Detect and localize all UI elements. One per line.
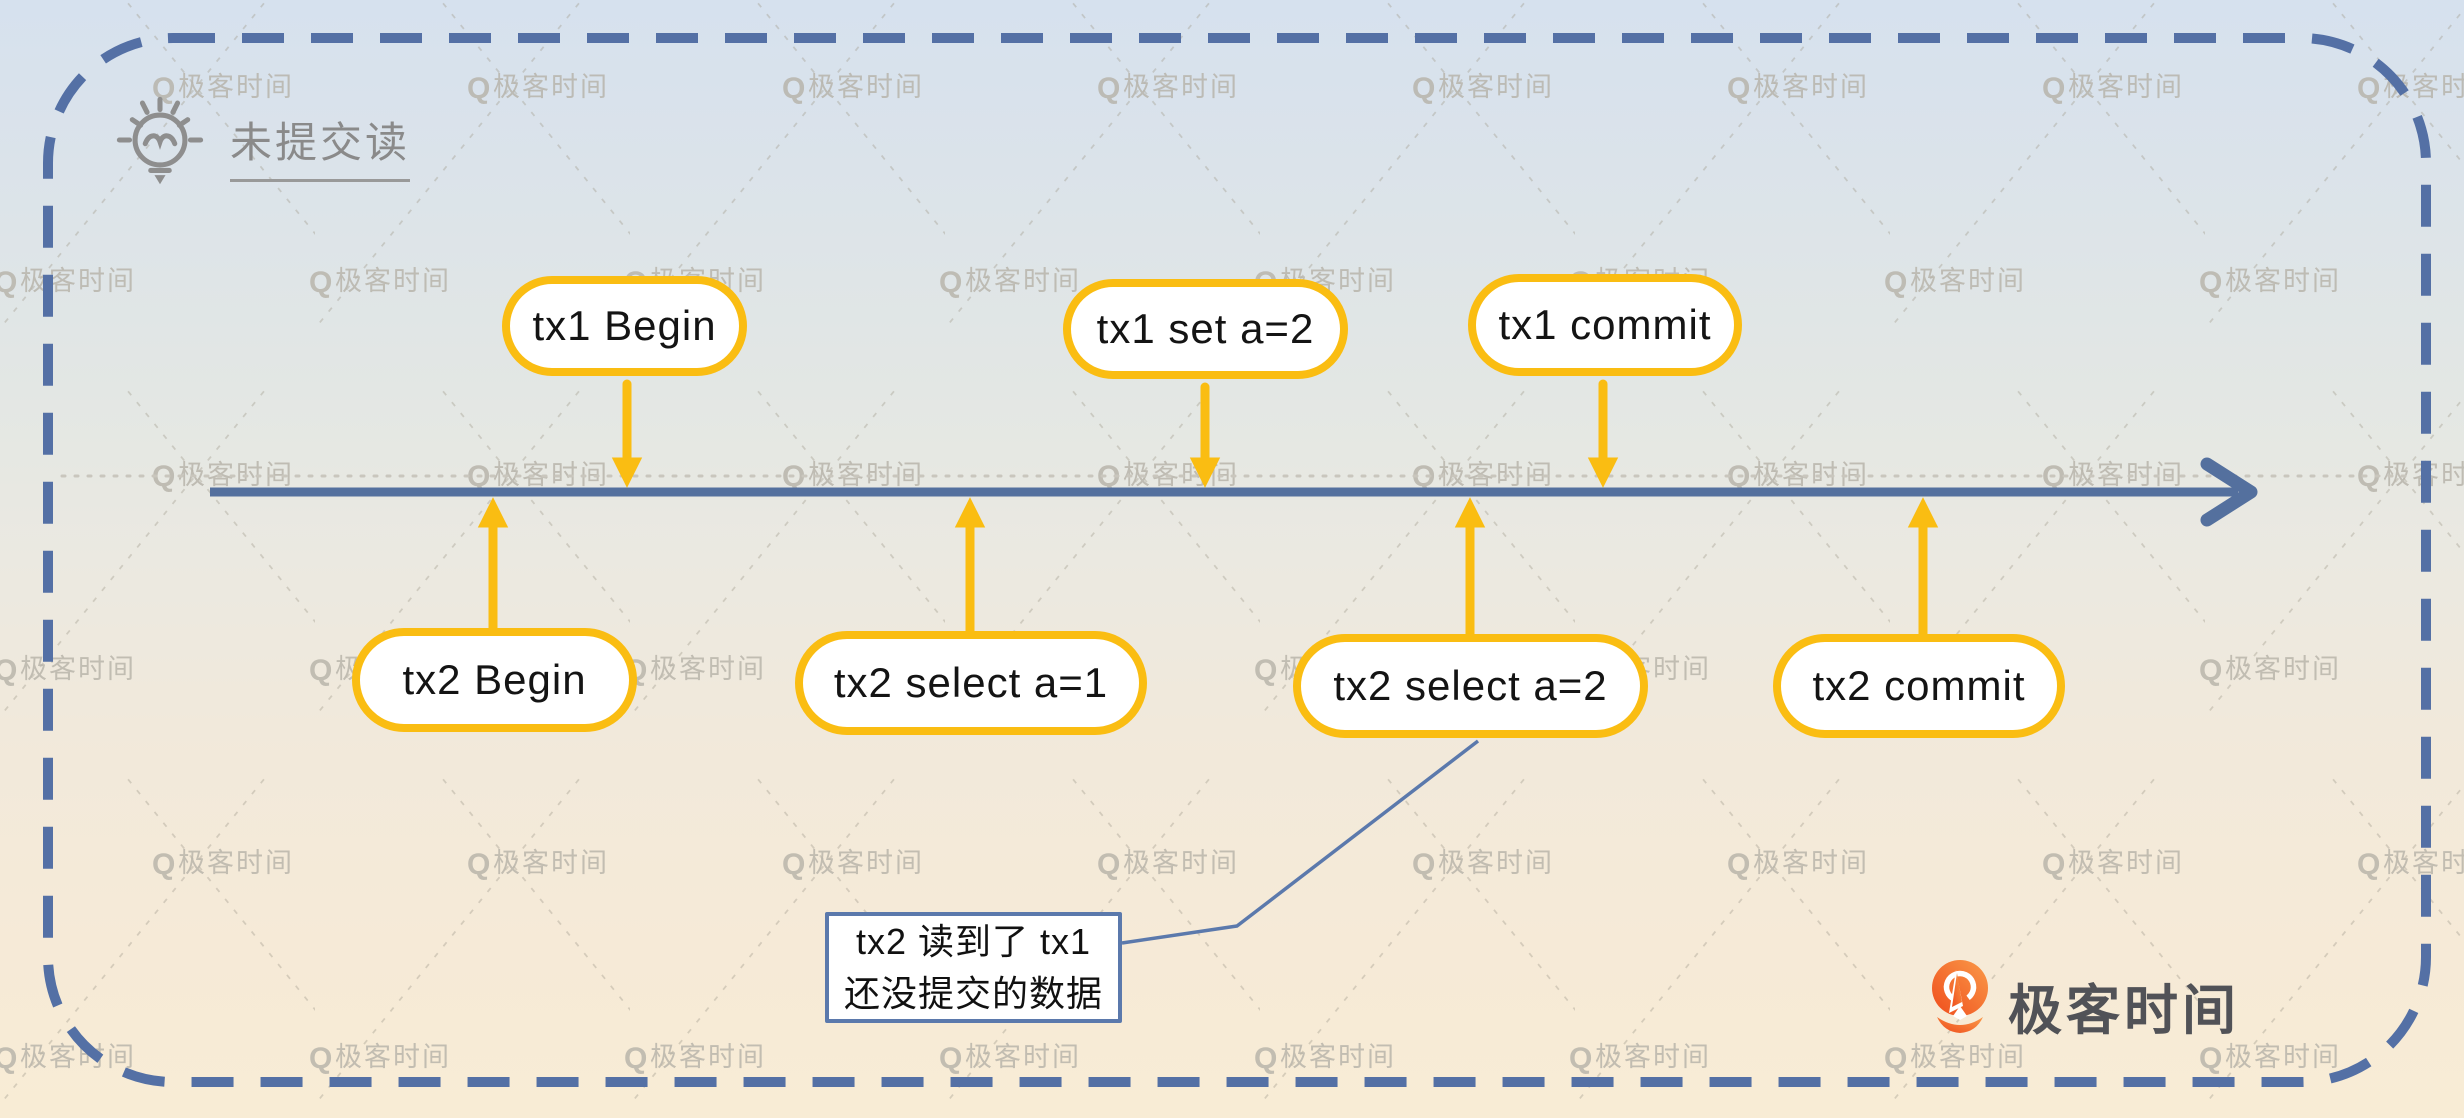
annotation-line2: 还没提交的数据 xyxy=(843,972,1103,1014)
event-bubble-tx1-begin: tx1 Begin xyxy=(502,276,747,376)
frame-border xyxy=(43,33,2431,1087)
timeline-axis xyxy=(210,457,2258,527)
event-label: tx1 set a=2 xyxy=(1096,305,1315,352)
event-bubble-tx1-set: tx1 set a=2 xyxy=(1063,279,1348,379)
event-bubble-tx2-commit: tx2 commit xyxy=(1773,634,2065,738)
annotation-box: tx2 读到了 tx1 还没提交的数据 xyxy=(825,912,1122,1023)
event-bubble-tx2-begin: tx2 Begin xyxy=(352,628,637,732)
lightbulb-icon xyxy=(116,96,204,185)
event-bubble-tx2-select1: tx2 select a=1 xyxy=(795,631,1147,735)
event-label: tx1 commit xyxy=(1498,301,1712,348)
event-label: tx2 commit xyxy=(1812,662,2026,709)
event-label: tx2 Begin xyxy=(402,656,587,703)
geektime-logo-icon xyxy=(1932,960,1988,1033)
annotation-line1: tx2 读到了 tx1 xyxy=(855,921,1092,963)
diagram-header: 未提交读 xyxy=(112,88,411,192)
annotation-connector-line xyxy=(1121,739,1480,945)
event-label: tx2 select a=1 xyxy=(833,659,1109,706)
page-title: 未提交读 xyxy=(230,109,411,182)
event-bubble-tx1-commit: tx1 commit xyxy=(1468,274,1742,376)
event-bubble-tx2-select2: tx2 select a=2 xyxy=(1293,634,1648,738)
timeline-arrowhead xyxy=(2200,457,2258,527)
event-label: tx2 select a=2 xyxy=(1333,662,1608,709)
brand-name: 极客时间 xyxy=(2008,980,2240,1041)
event-label: tx1 Begin xyxy=(532,302,717,349)
brand-logo: 极客时间 xyxy=(1930,958,2240,1052)
